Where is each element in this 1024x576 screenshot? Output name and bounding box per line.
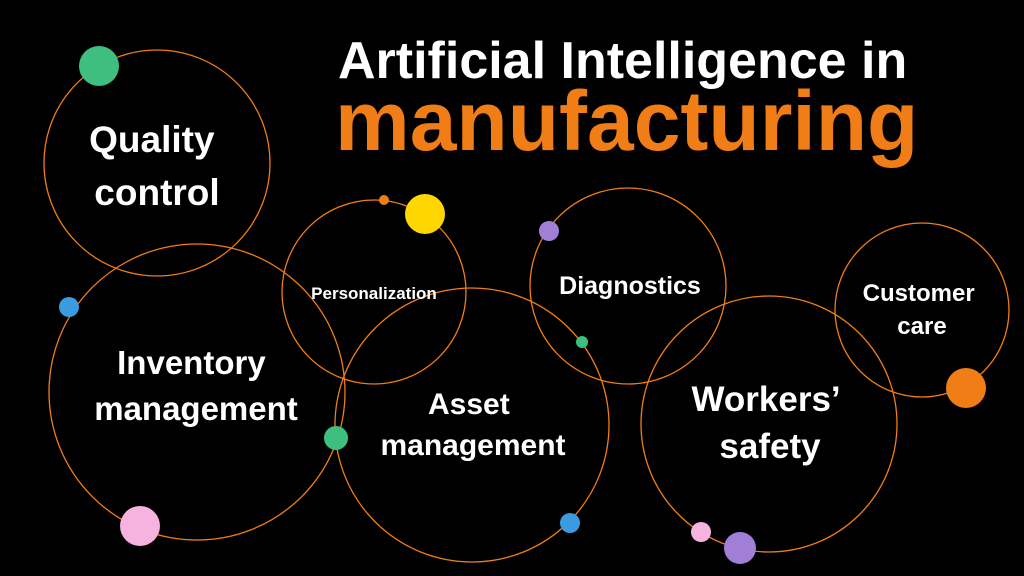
pink-dot-bottom-left <box>120 506 160 546</box>
label-asset-management: Asset management <box>380 388 565 462</box>
purple-dot-diagnostics <box>539 221 559 241</box>
ring-diagnostics <box>529 187 727 385</box>
label-customer-care: Customer care <box>863 280 982 340</box>
title-line2: manufacturing <box>335 74 918 168</box>
orange-dot-small <box>379 195 389 205</box>
title-line1: Artificial Intelligence in <box>338 32 907 90</box>
ring-inventory-management <box>48 243 346 541</box>
blue-dot-bottom <box>560 513 580 533</box>
green-dot-small <box>576 336 588 348</box>
ring-customer-care <box>834 222 1010 398</box>
label-inventory-management: Inventory management <box>94 344 298 427</box>
ring-workers-safety <box>640 295 898 553</box>
label-diagnostics: Diagnostics <box>559 272 701 300</box>
orange-dot-large <box>946 368 986 408</box>
green-dot-top <box>79 46 119 86</box>
purple-dot-bottom <box>724 532 756 564</box>
pink-dot-bottom-right <box>691 522 711 542</box>
green-dot-middle <box>324 426 348 450</box>
blue-dot-left <box>59 297 79 317</box>
yellow-dot <box>405 194 445 234</box>
ring-asset-management <box>334 287 610 563</box>
label-personalization: Personalization <box>311 284 437 303</box>
ring-quality-control <box>43 49 271 277</box>
ring-personalization <box>281 199 467 385</box>
label-workers-safety: Workers’ safety <box>692 380 849 466</box>
label-quality-control: Quality control <box>89 119 225 213</box>
